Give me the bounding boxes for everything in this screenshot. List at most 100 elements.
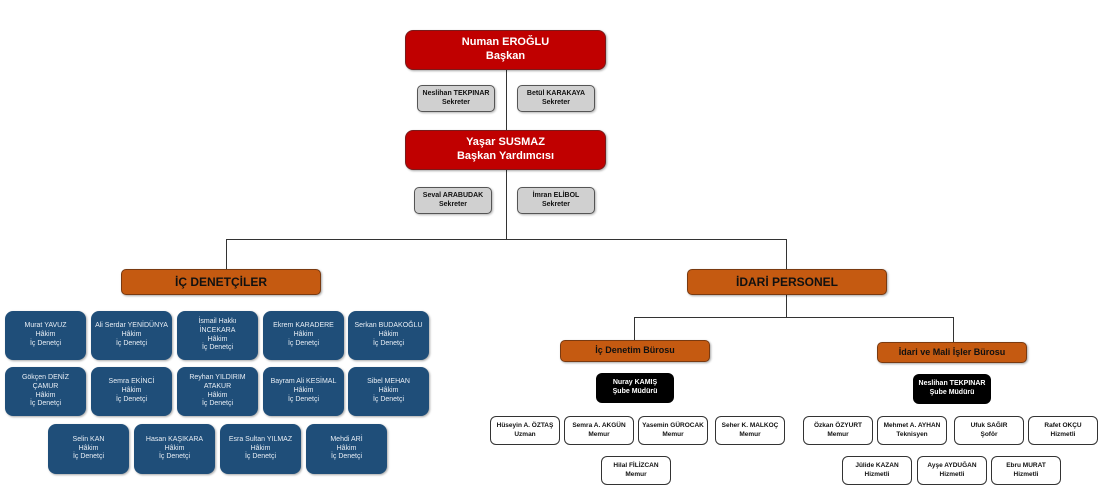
vice-secretary-box: Seval ARABUDAK Sekreter xyxy=(414,187,492,214)
auditor-title: İç Denetçi xyxy=(115,395,148,403)
auditor-name: Sibel MEHAN xyxy=(367,378,410,386)
staff-name: Yasemin GÜROCAK xyxy=(642,422,704,430)
secretary-name: Betül KARAKAYA xyxy=(526,89,586,97)
auditor-title: İç Denetçi xyxy=(372,395,405,403)
staff-title: Hizmetli xyxy=(864,470,890,478)
auditor-role: Hâkim xyxy=(35,331,56,339)
auditor-title: İç Denetçi xyxy=(287,395,320,403)
manager-name: Nuray KAMIŞ xyxy=(612,379,658,387)
president-secretary-box: Neslihan TEKPINAR Sekreter xyxy=(417,85,495,112)
auditor-name: Serkan BUDAKOĞLU xyxy=(354,322,423,330)
admin-office-heading: İdari ve Mali İşler Bürosu xyxy=(877,342,1027,363)
secretary-name: İmran ELİBOL xyxy=(532,191,580,199)
staff-title: Memur xyxy=(827,430,849,438)
auditor-title: İç Denetçi xyxy=(158,453,191,461)
auditor-role: Hâkim xyxy=(164,444,185,452)
connector-main-horizontal xyxy=(226,239,786,240)
staff-title: Memur xyxy=(625,470,647,478)
staff-name: Hilal FİLİZCAN xyxy=(613,462,659,470)
auditor-name: Gökçen DENİZ ÇAMUR xyxy=(21,374,70,390)
staff-name: Seher K. MALKOÇ xyxy=(721,422,779,430)
staff-title: Hizmetli xyxy=(1013,470,1039,478)
staff-name: Mehmet A. AYHAN xyxy=(883,422,941,430)
vice-secretary-box: İmran ELİBOL Sekreter xyxy=(517,187,595,214)
internal-auditors-heading: İÇ DENETÇİLER xyxy=(121,269,321,295)
auditor-role: Hâkim xyxy=(293,387,314,395)
auditor-name: İsmail Hakkı İNCEKARA xyxy=(198,318,237,334)
auditor-name: Selin KAN xyxy=(72,435,105,443)
auditor-title: İç Denetçi xyxy=(372,339,405,347)
staff-title: Şoför xyxy=(980,430,998,438)
staff-title: Memur xyxy=(588,430,610,438)
vice-president-box: Yaşar SUSMAZ Başkan Yardımcısı xyxy=(405,130,606,170)
office-label: İç Denetim Bürosu xyxy=(595,345,675,356)
auditor-name: Reyhan YILDIRIM ATAKUR xyxy=(189,374,246,390)
office-label: İdari ve Mali İşler Bürosu xyxy=(898,346,1006,357)
vice-president-title: Başkan Yardımcısı xyxy=(456,150,555,162)
president-name: Numan EROĞLU xyxy=(461,36,550,49)
manager-name: Neslihan TEKPINAR xyxy=(918,380,986,388)
manager-title: Şube Müdürü xyxy=(929,389,975,396)
staff-title: Teknisyen xyxy=(896,430,928,438)
auditor-title: İç Denetçi xyxy=(115,339,148,347)
staff-name: Hüseyin A. ÖZTAŞ xyxy=(496,422,554,430)
staff-name: Rafet OKÇU xyxy=(1044,422,1082,430)
auditor-role: Hâkim xyxy=(336,444,357,452)
heading-label: İDARİ PERSONEL xyxy=(735,274,838,289)
secretary-title: Sekreter xyxy=(441,98,471,106)
staff-name: Ayşe AYDUĞAN xyxy=(927,462,977,470)
connector-right-drop xyxy=(786,239,787,269)
secretary-title: Sekreter xyxy=(438,200,468,208)
heading-label: İÇ DENETÇİLER xyxy=(174,274,267,289)
auditor-title: İç Denetçi xyxy=(72,453,105,461)
auditor-title: İç Denetçi xyxy=(29,339,62,347)
auditor-role: Hâkim xyxy=(78,444,99,452)
staff-name: Ebru MURAT xyxy=(1006,462,1046,470)
president-title: Başkan xyxy=(485,50,526,62)
admin-staff-heading: İDARİ PERSONEL xyxy=(687,269,887,295)
secretary-name: Seval ARABUDAK xyxy=(422,191,484,199)
secretary-name: Neslihan TEKPINAR xyxy=(422,89,490,97)
admin-office-manager: Neslihan TEKPINAR Şube Müdürü xyxy=(913,374,991,404)
manager-title: Şube Müdürü xyxy=(612,388,658,395)
audit-office-heading: İç Denetim Bürosu xyxy=(560,340,710,362)
staff-name: Jülide KAZAN xyxy=(855,462,899,470)
vice-president-name: Yaşar SUSMAZ xyxy=(466,136,545,149)
auditor-role: Hâkim xyxy=(250,444,271,452)
auditor-title: İç Denetçi xyxy=(201,400,234,408)
staff-name: Semra A. AKGÜN xyxy=(572,422,626,430)
secretary-title: Sekreter xyxy=(541,200,571,208)
auditor-role: Hâkim xyxy=(293,331,314,339)
president-secretary-box: Betül KARAKAYA Sekreter xyxy=(517,85,595,112)
auditor-name: Bayram Ali KESİMAL xyxy=(270,378,337,386)
staff-title: Uzman xyxy=(514,430,536,438)
auditor-name: Ekrem KARADERE xyxy=(273,322,334,330)
staff-title: Hizmetli xyxy=(939,470,965,478)
auditor-name: Esra Sultan YILMAZ xyxy=(228,435,293,443)
auditor-title: İç Denetçi xyxy=(330,453,363,461)
auditor-title: İç Denetçi xyxy=(244,453,277,461)
auditor-name: Semra EKİNCİ xyxy=(108,378,155,386)
staff-title: Memur xyxy=(662,430,684,438)
